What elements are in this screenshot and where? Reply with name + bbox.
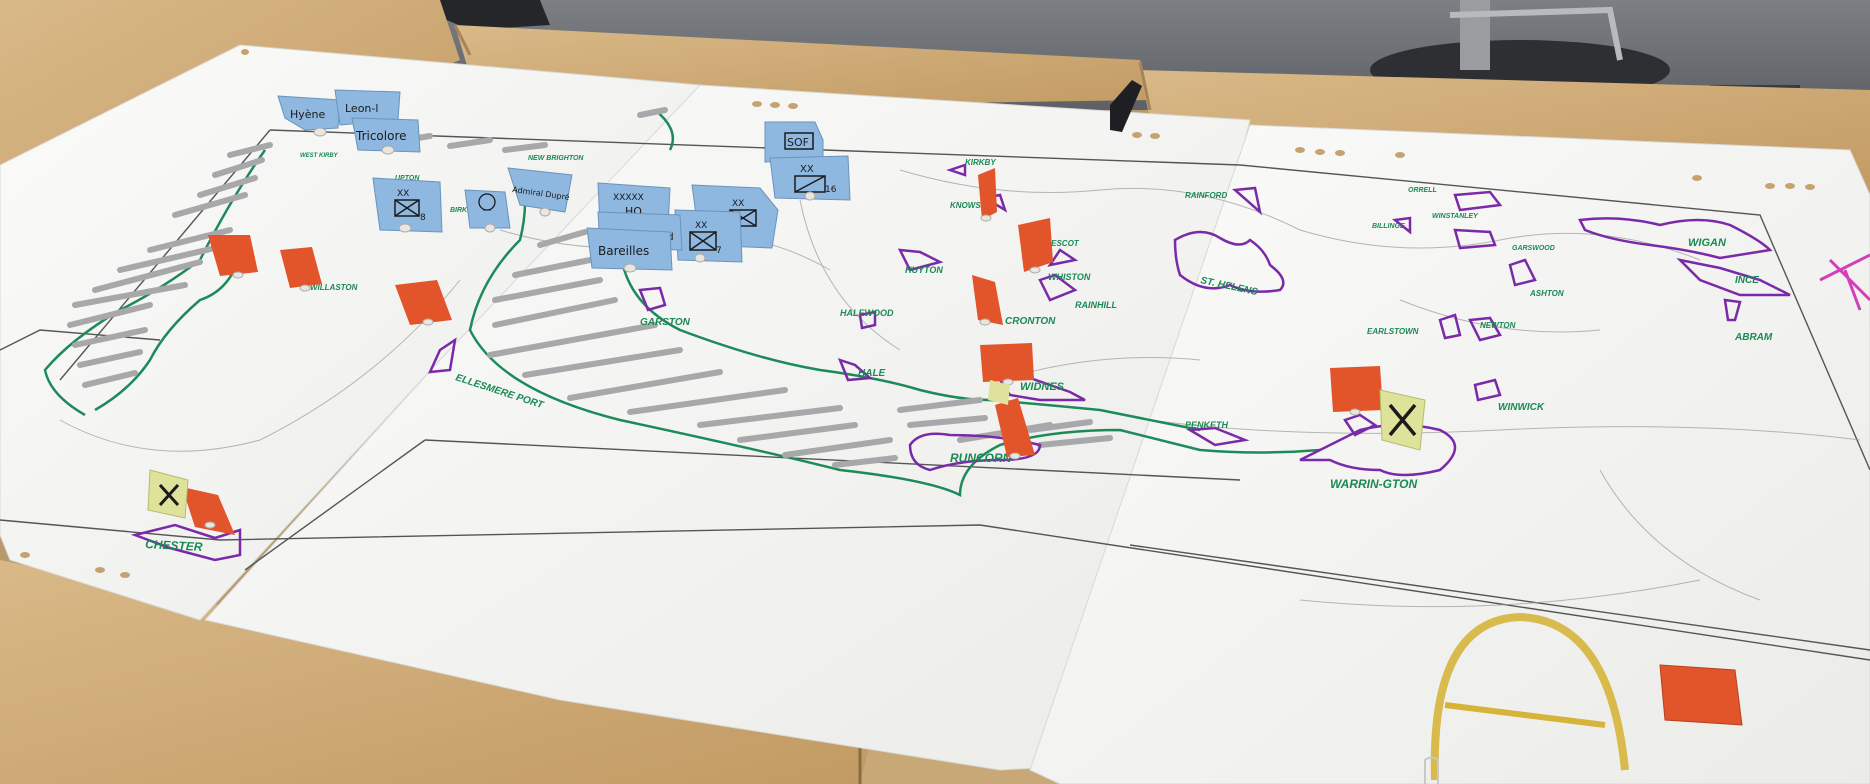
magenta-mark <box>1819 253 1870 311</box>
svg-text:XX: XX <box>800 164 814 175</box>
label-garswood: GARSWOOD <box>1512 245 1555 252</box>
label-rainford: RAINFORD <box>1185 191 1227 200</box>
label-orrell: ORRELL <box>1408 187 1437 194</box>
label-cronton: CRONTON <box>1005 316 1056 327</box>
yellow-x-markers <box>147 380 1426 519</box>
label-halewood: HALEWOOD <box>840 308 894 318</box>
red-flags <box>182 168 1743 726</box>
svg-text:7: 7 <box>716 246 722 256</box>
svg-text:SOF: SOF <box>787 136 809 149</box>
town-outlines <box>130 163 1791 562</box>
label-penketh: PENKETH <box>1185 420 1229 430</box>
label-ashton: ASHTON <box>1529 289 1564 298</box>
label-chester: CHESTER <box>145 537 203 554</box>
label-ince: INCE <box>1735 275 1759 286</box>
label-rainhill: RAINHILL <box>1075 300 1117 310</box>
label-hale: HALE <box>858 368 886 379</box>
label-kirkby: KIRKBY <box>965 158 996 167</box>
svg-text:XX: XX <box>695 221 707 231</box>
label-new-brighton: NEW BRIGHTON <box>528 155 584 162</box>
label-prescot: PRESCOT <box>1040 239 1080 248</box>
unit-tricolore: Tricolore <box>351 117 421 153</box>
svg-text:16: 16 <box>825 185 837 195</box>
unit-xx7: XX 7 <box>674 209 743 263</box>
unit-bareilles: Bareilles <box>586 227 673 271</box>
svg-text:Tricolore: Tricolore <box>355 129 407 143</box>
sand-hatching <box>67 107 1113 468</box>
arch-crossbar <box>1444 702 1606 728</box>
label-knowsley: KNOWSLEY <box>950 201 997 210</box>
label-abram: ABRAM <box>1734 332 1773 343</box>
unit-xx16: XX 16 <box>769 155 851 201</box>
svg-text:XX: XX <box>732 199 744 209</box>
blue-unit-markers: Hyène Leon-l Tricolore SOF XX 16 XX <box>277 89 851 273</box>
label-winwick: WINWICK <box>1498 402 1545 413</box>
svg-text:Hyène: Hyène <box>290 108 326 121</box>
unit-balloon <box>464 189 511 229</box>
label-upton: UPTON <box>395 175 420 182</box>
unit-sof: SOF <box>764 121 824 163</box>
svg-text:8: 8 <box>420 213 426 223</box>
label-winstanley: WINSTANLEY <box>1432 213 1479 220</box>
svg-text:XX: XX <box>397 189 409 199</box>
svg-text:Bareilles: Bareilles <box>598 244 649 258</box>
label-wigan: WIGAN <box>1688 237 1727 249</box>
label-runcorn: RUNCORN <box>950 451 1012 465</box>
remote-control <box>1110 80 1142 132</box>
label-garston: GARSTON <box>640 317 691 328</box>
unit-dupre: Admiral Dupré <box>507 167 573 213</box>
label-whiston: WHISTON <box>1048 272 1091 282</box>
label-billinge: BILLINGE <box>1372 223 1405 230</box>
svg-text:Leon-l: Leon-l <box>345 102 378 115</box>
coastline <box>43 109 1321 498</box>
label-warrington: WARRIN-GTON <box>1330 477 1417 491</box>
svg-text:XXXXX: XXXXX <box>613 193 644 203</box>
arch-drawing <box>1430 612 1629 781</box>
label-west-kirby: WEST KIRBY <box>300 153 339 159</box>
label-widnes: WIDNES <box>1020 381 1065 393</box>
label-newton: NEWTON <box>1480 321 1516 330</box>
label-willaston: WILLASTON <box>310 283 358 292</box>
red-card-stack <box>1659 664 1743 726</box>
paperclip <box>1424 756 1439 784</box>
label-huyton: HUYTON <box>905 265 943 275</box>
unit-xx8: XX 8 <box>372 177 443 233</box>
label-earlstown: EARLSTOWN <box>1367 327 1419 336</box>
